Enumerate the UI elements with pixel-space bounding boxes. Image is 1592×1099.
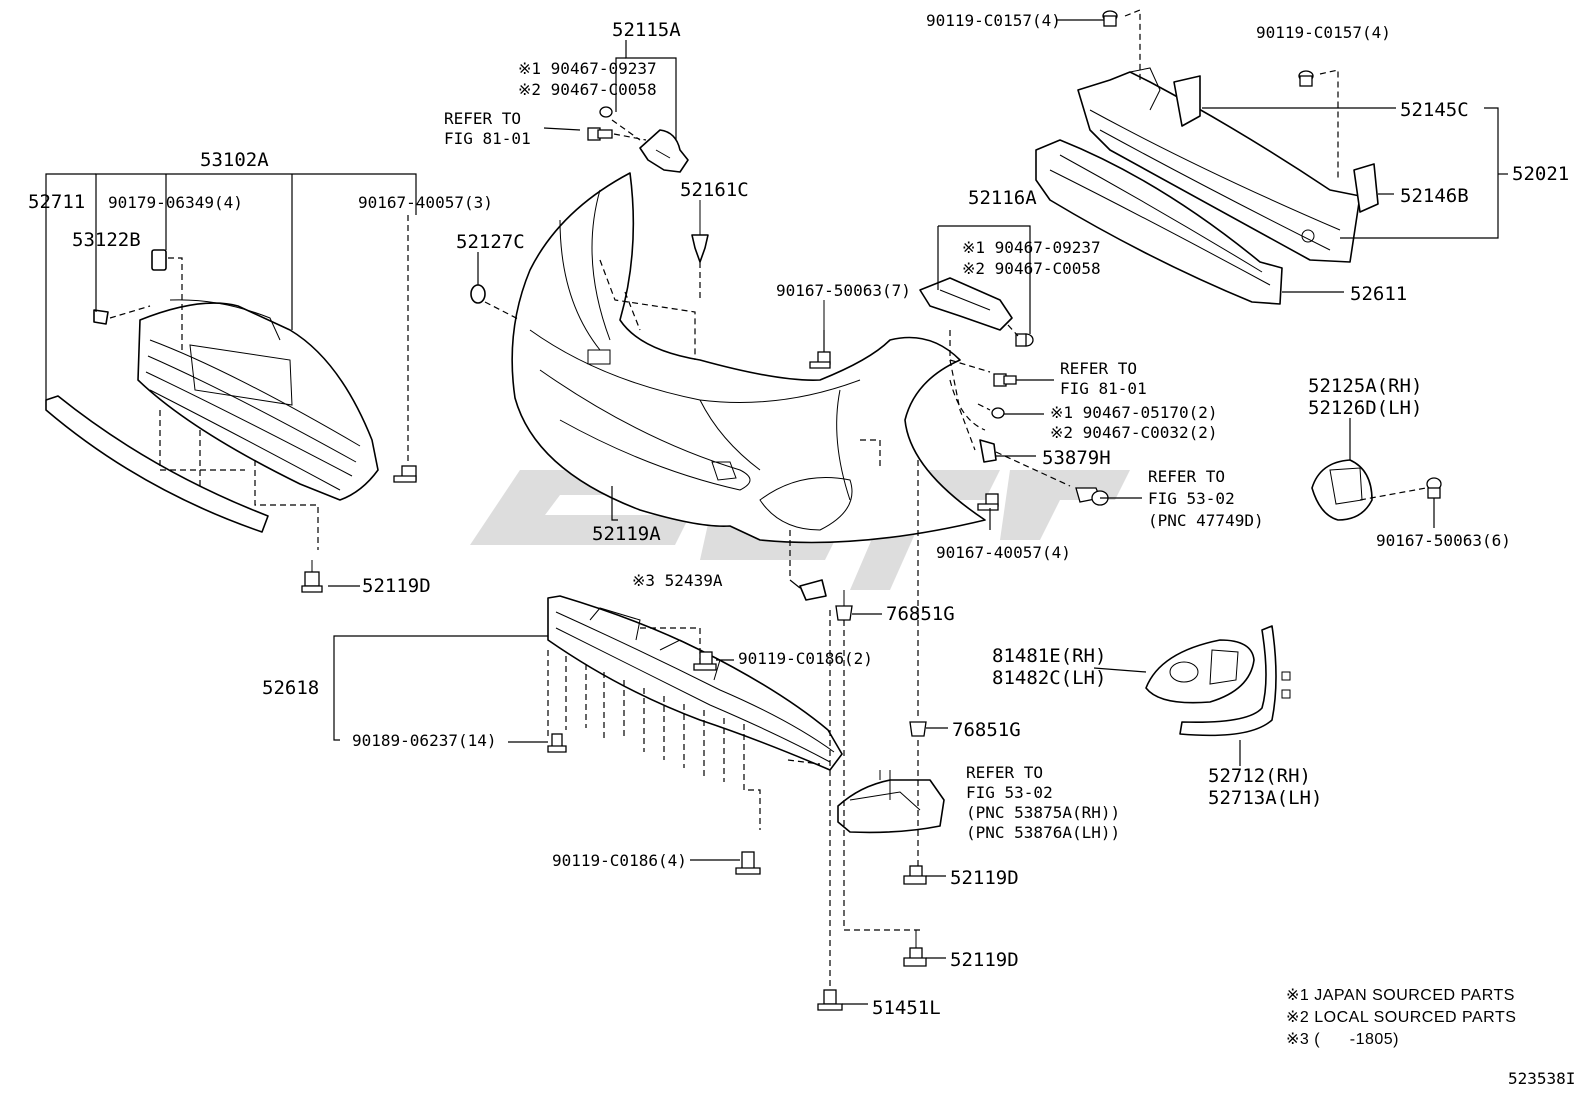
bolt-52119D-c: [903, 930, 927, 967]
label-90167-40057-4: 90167-40057(4): [936, 543, 1071, 562]
bolt-90119-C0157-b: [1298, 69, 1339, 180]
label-52126D: 52126D(LH): [1308, 397, 1422, 419]
label-52439A: ※3 52439A: [632, 571, 723, 590]
bracket-52146B: [1353, 163, 1379, 213]
clip-53879H: [979, 439, 1071, 487]
side-splash-shield: [837, 770, 945, 834]
label-53102A: 53102A: [200, 149, 269, 171]
bolt-90119-C0186-2: [693, 651, 717, 671]
label-refer-81-01-b-1: REFER TO: [1060, 359, 1137, 378]
grille-group: [45, 215, 417, 593]
fog-lamp-cover: [1145, 639, 1255, 704]
label-refer-53-02-b-4: (PNC 53876A(LH)): [966, 823, 1120, 842]
clip-76851G-b: [909, 721, 927, 737]
bumper-reinforcement-group: [1035, 9, 1379, 305]
engine-under-cover-group: [547, 595, 843, 875]
leader-lines: [45, 19, 1508, 1005]
label-90119-C0186-4: 90119-C0186(4): [552, 851, 687, 870]
label-s1-90467-05170: ※1 90467-05170(2): [1050, 403, 1218, 422]
label-90119-C0157-b: 90119-C0157(4): [1256, 23, 1391, 42]
label-76851G-b: 76851G: [952, 719, 1021, 741]
bolt-90167-50063-7: [809, 300, 831, 369]
bolt-90119-C0157-a: [1102, 9, 1141, 80]
label-52712: 52712(RH): [1208, 765, 1311, 787]
label-refer-53-02-a-3: (PNC 47749D): [1148, 511, 1264, 530]
bolt-90167-40057-4: [977, 493, 999, 511]
label-s2-90467-C0032: ※2 90467-C0032(2): [1050, 423, 1218, 442]
part-labels: 52115A ※1 90467-09237 ※2 90467-C0058 REF…: [28, 11, 1569, 1019]
label-90167-40057-3: 90167-40057(3): [358, 193, 493, 212]
label-53879H: 53879H: [1042, 447, 1111, 469]
legend-notes: ※1 JAPAN SOURCED PARTS ※2 LOCAL SOURCED …: [1286, 987, 1575, 1088]
side-bracket-52116A: [919, 277, 1034, 419]
label-52116A: 52116A: [968, 187, 1037, 209]
clip-52127C: [470, 284, 486, 304]
label-52115A-s2: ※2 90467-C0058: [518, 80, 657, 99]
label-52116A-s2: ※2 90467-C0058: [962, 259, 1101, 278]
bumper-energy-absorber: [1035, 139, 1283, 305]
label-52611: 52611: [1350, 283, 1407, 305]
label-52145C: 52145C: [1400, 99, 1469, 121]
label-52146B: 52146B: [1400, 185, 1469, 207]
bolt-51451L: [817, 989, 843, 1011]
label-52119A: 52119A: [592, 523, 661, 545]
label-52119D-c: 52119D: [950, 949, 1019, 971]
fog-lamp-bracket: [1311, 459, 1373, 521]
front-bumper-cover: [470, 172, 986, 580]
label-52119D-b: 52119D: [950, 867, 1019, 889]
upper-bracket-52115A: [587, 106, 689, 173]
label-52021: 52021: [1512, 163, 1569, 185]
label-refer-53-02-b-3: (PNC 53875A(RH)): [966, 803, 1120, 822]
bolt-90119-C0186-4: [735, 851, 761, 875]
grille-emblem: [93, 309, 109, 325]
bolt-52119D-b: [903, 865, 927, 885]
engine-under-cover: [547, 595, 843, 771]
fog-lamp-molding: [1179, 625, 1277, 737]
label-52115A: 52115A: [612, 19, 681, 41]
label-52119D-a: 52119D: [362, 575, 431, 597]
label-90167-50063-7: 90167-50063(7): [776, 281, 911, 300]
label-90119-C0186-2: 90119-C0186(2): [738, 649, 873, 668]
seal-52439A: [799, 579, 827, 601]
figure-id: 523538I: [1508, 1069, 1575, 1088]
label-81482C: 81482C(LH): [992, 667, 1106, 689]
bolt-90167-40057-3: [393, 465, 417, 483]
label-refer-53-02-a-1: REFER TO: [1148, 467, 1225, 486]
label-refer-53-02-b-1: REFER TO: [966, 763, 1043, 782]
label-90189-06237: 90189-06237(14): [352, 731, 497, 750]
note-date-range: ※3 ( -1805): [1286, 1031, 1399, 1048]
label-refer-81-01-a-2: FIG 81-01: [444, 129, 531, 148]
label-52711: 52711: [28, 191, 85, 213]
label-76851G-a: 76851G: [886, 603, 955, 625]
bracket-52145C: [1173, 75, 1201, 127]
bolt-52119D-a: [301, 560, 323, 593]
label-52116A-s1: ※1 90467-09237: [962, 238, 1101, 257]
label-51451L: 51451L: [872, 997, 941, 1019]
label-52115A-s1: ※1 90467-09237: [518, 59, 657, 78]
label-refer-53-02-a-2: FIG 53-02: [1148, 489, 1235, 508]
note-local-sourced: ※2 LOCAL SOURCED PARTS: [1286, 1009, 1516, 1026]
note-japan-sourced: ※1 JAPAN SOURCED PARTS: [1286, 987, 1515, 1004]
lower-molding-strip: [45, 395, 269, 533]
label-90179-06349: 90179-06349(4): [108, 193, 243, 212]
label-refer-81-01-b-2: FIG 81-01: [1060, 379, 1147, 398]
clip-52161C: [691, 200, 709, 263]
label-52161C: 52161C: [680, 179, 749, 201]
label-90167-50063-6: 90167-50063(6): [1376, 531, 1511, 550]
bolt-90167-50063-6: [1426, 477, 1442, 499]
label-52127C: 52127C: [456, 231, 525, 253]
label-52618: 52618: [262, 677, 319, 699]
label-refer-81-01-a-1: REFER TO: [444, 109, 521, 128]
label-81481E: 81481E(RH): [992, 645, 1106, 667]
grille-clip: [151, 249, 167, 271]
fog-lamp-group: [1145, 459, 1442, 737]
clip-76851G-a: [835, 590, 853, 621]
label-53122B: 53122B: [72, 229, 141, 251]
label-refer-53-02-b-2: FIG 53-02: [966, 783, 1053, 802]
label-90119-C0157-a: 90119-C0157(4): [926, 11, 1061, 30]
clip-90189-06237: [547, 733, 567, 753]
label-52125A: 52125A(RH): [1308, 375, 1422, 397]
label-52713A: 52713A(LH): [1208, 787, 1322, 809]
